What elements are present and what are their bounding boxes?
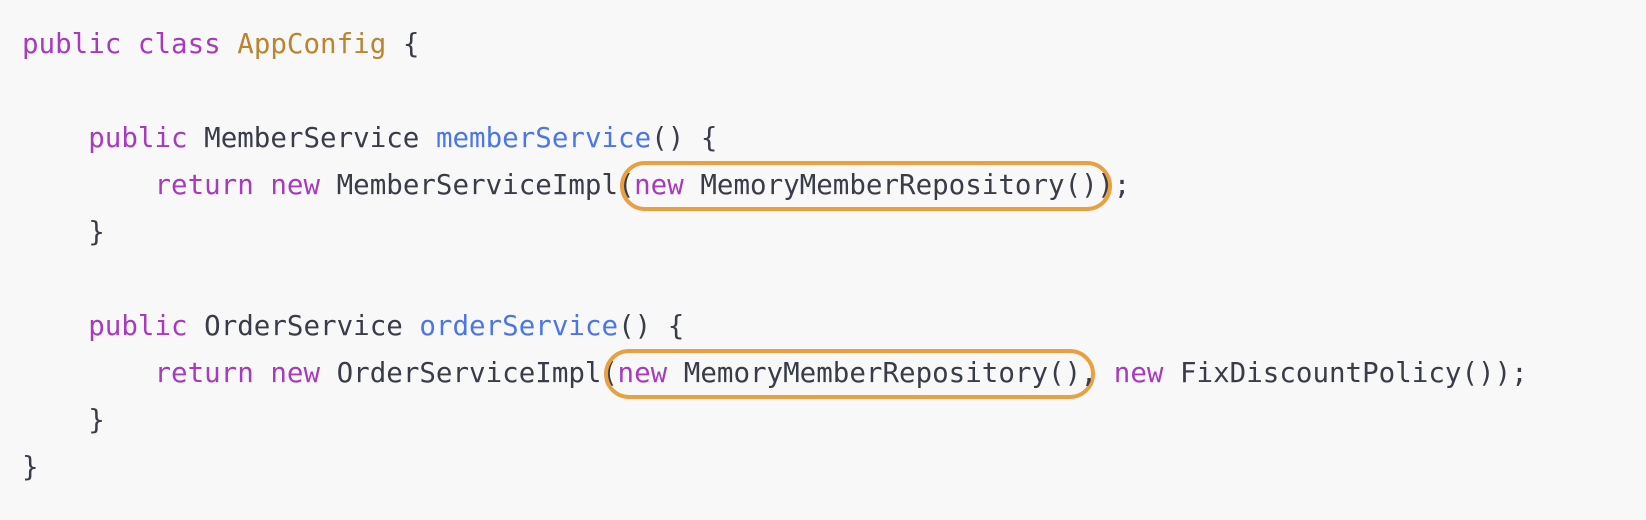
code-token: AppConfig <box>237 28 387 60</box>
code-token: new <box>617 357 668 389</box>
code-token: } <box>22 451 39 483</box>
code-token <box>22 310 88 342</box>
code-token: orderService <box>419 310 619 342</box>
code-token: { <box>386 28 420 60</box>
code-token: return <box>154 169 254 201</box>
code-token: , <box>1080 357 1114 389</box>
code-line-3: public MemberService memberService() { <box>22 115 1646 162</box>
code-token: MemoryMemberRepository() <box>667 357 1082 389</box>
code-line-10: } <box>22 444 1646 491</box>
code-token <box>22 169 154 201</box>
code-token: ); <box>1097 169 1131 201</box>
code-token: FixDiscountPolicy()); <box>1163 357 1528 389</box>
code-token: () { <box>651 122 718 154</box>
code-block: public class AppConfig { public MemberSe… <box>22 21 1646 491</box>
code-token: memberService <box>435 122 652 154</box>
code-line-2 <box>22 68 1646 115</box>
code-token: class <box>137 28 221 60</box>
code-token: MemberServiceImpl( <box>320 169 635 201</box>
annotation-oval-2: new MemoryMemberRepository() <box>603 349 1096 399</box>
code-token <box>221 28 238 60</box>
code-token: new <box>1113 357 1164 389</box>
code-token: return <box>154 357 254 389</box>
code-line-6 <box>22 256 1646 303</box>
code-token: new <box>270 357 321 389</box>
code-token <box>22 122 88 154</box>
code-token <box>121 28 138 60</box>
code-token: public <box>88 310 188 342</box>
code-token: MemberService <box>187 122 436 154</box>
annotation-oval-1: new MemoryMemberRepository() <box>620 161 1112 211</box>
code-token: OrderServiceImpl( <box>320 357 619 389</box>
code-token <box>22 357 154 389</box>
code-line-7: public OrderService orderService() { <box>22 303 1646 350</box>
code-line-1: public class AppConfig { <box>22 21 1646 68</box>
code-line-8: return new OrderServiceImpl(new MemoryMe… <box>22 349 1646 399</box>
code-token: new <box>634 169 684 201</box>
code-token: new <box>270 169 321 201</box>
code-token: } <box>22 404 105 436</box>
code-token: public <box>22 28 122 60</box>
code-line-5: } <box>22 209 1646 256</box>
code-line-4: return new MemberServiceImpl(new MemoryM… <box>22 161 1646 211</box>
code-token: } <box>22 216 105 248</box>
code-token <box>254 357 271 389</box>
code-token: MemoryMemberRepository() <box>683 169 1098 201</box>
code-line-9: } <box>22 397 1646 444</box>
code-token <box>254 169 271 201</box>
code-token: () { <box>618 310 685 342</box>
code-token: public <box>88 122 188 154</box>
code-token: OrderService <box>187 310 420 342</box>
